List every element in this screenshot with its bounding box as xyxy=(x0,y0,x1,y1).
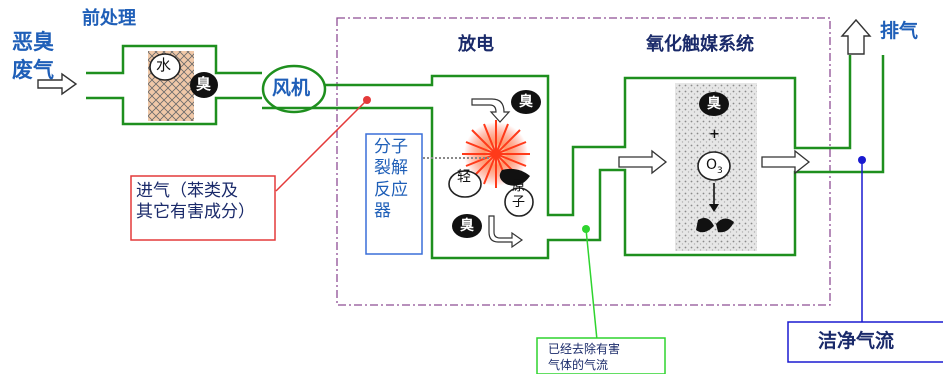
fragment-atom-label-1: 原 xyxy=(512,179,526,194)
removed-callout-dot xyxy=(582,225,590,233)
flow-in-arrow xyxy=(618,149,668,175)
reaction-arrow-head xyxy=(709,204,719,212)
flow-out-arrow xyxy=(761,149,811,175)
catalyst-odor-label: 臭 xyxy=(707,96,721,112)
exhaust-label: 排气 xyxy=(880,20,919,42)
cracking-reactor-line-2: 裂解 xyxy=(374,158,408,179)
odor-label: 臭 xyxy=(196,75,212,93)
inlet-callout-text: 进气（苯类及 其它有害成分） xyxy=(136,181,255,224)
ozone-symbol: O xyxy=(706,157,718,173)
catalyst-system-label: 氧化触媒系统 xyxy=(646,34,754,55)
inlet-callout-line-2: 其它有害成分） xyxy=(136,202,255,223)
fragment-light-icon xyxy=(448,170,482,198)
plus-sign: + xyxy=(709,127,720,142)
odor-molecule-icon xyxy=(190,72,218,98)
fragment-atom-label-2: 子 xyxy=(512,195,526,210)
discharge-odor-label: 臭 xyxy=(519,94,533,110)
ozone-icon xyxy=(697,151,731,181)
odor-molecule-icon xyxy=(699,92,729,116)
pretreatment-label: 前处理 xyxy=(82,8,136,29)
clean-callout-dot xyxy=(858,156,866,164)
cracking-reactor-line-3: 反应 xyxy=(374,179,408,200)
system-boundary-frame xyxy=(336,17,831,306)
inlet-callout-dot xyxy=(363,96,371,104)
inlet-arrow xyxy=(37,72,78,96)
ozone-label: O3 xyxy=(706,158,723,176)
removed-callout-text: 已经去除有害 气体的气流 xyxy=(548,341,620,373)
inlet-callout-line xyxy=(275,99,368,192)
fan-icon xyxy=(261,64,327,114)
fan-label: 风机 xyxy=(272,77,311,99)
clean-callout-text: 洁净气流 xyxy=(818,330,895,352)
pretreatment-unit xyxy=(86,44,262,126)
removed-callout-box xyxy=(536,337,666,374)
fragment-light-label: 轻 xyxy=(457,169,471,185)
discharge-odor-label-2: 臭 xyxy=(460,218,474,234)
broken-molecule-icon xyxy=(696,218,734,233)
flow-curve-arrow xyxy=(471,98,511,123)
cracking-reactor-line-4: 器 xyxy=(374,200,391,221)
exhaust-arrow xyxy=(840,18,872,55)
odor-molecule-icon xyxy=(452,214,482,238)
inlet-callout-line-1: 进气（苯类及 xyxy=(136,181,238,201)
flow-return-arrow xyxy=(488,215,524,249)
ozone-subscript: 3 xyxy=(717,165,723,176)
water-label: 水 xyxy=(156,56,172,74)
removed-callout-line-1: 已经去除有害 xyxy=(548,342,621,356)
cracking-reactor-box xyxy=(365,133,423,255)
discharge-label: 放电 xyxy=(458,34,494,55)
odor-molecule-icon xyxy=(511,90,541,114)
removed-callout-line xyxy=(585,228,598,341)
inlet-callout-box xyxy=(130,175,276,241)
cracking-reactor-line-1: 分子 xyxy=(374,137,408,157)
malodor-label-line2: 废气 xyxy=(12,58,54,82)
clean-callout-box xyxy=(787,321,943,363)
broken-molecule-icon xyxy=(499,168,530,186)
malodor-label-line1: 恶臭 xyxy=(12,30,54,54)
water-icon xyxy=(149,53,181,81)
fragment-atom-icon xyxy=(504,187,534,217)
removed-callout-line-2: 气体的气流 xyxy=(548,358,609,373)
cracking-reactor-label: 分子 裂解 反应 器 xyxy=(374,137,408,222)
